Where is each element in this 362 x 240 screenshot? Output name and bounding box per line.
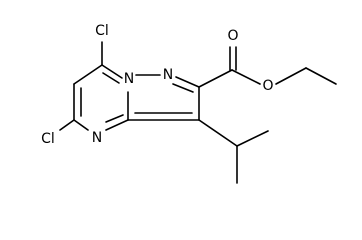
atom-n-pyrazole: N: [163, 67, 173, 83]
bond-n8-c7: [101, 64, 123, 79]
bond-c7-c6: [73, 64, 103, 85]
atom-cl-left: Cl: [41, 131, 55, 147]
bond-c5-n4: [73, 119, 89, 131]
atom-o-ester: O: [262, 78, 273, 94]
atom-cl-top: Cl: [95, 23, 109, 39]
atom-n-pyridine: N: [92, 130, 102, 146]
bond-carbonyl-c-o: [231, 69, 261, 85]
atom-o-carbonyl: O: [227, 28, 238, 44]
chemical-structure-diagram: Cl Cl N N N O O: [41, 23, 337, 184]
bond-c3-ch: [198, 119, 238, 147]
bond-ch2-ch3: [305, 67, 337, 85]
bond-n1-c2-inner: [172, 83, 194, 93]
bond-ch-ch3-right: [236, 130, 269, 147]
bond-n1-c2: [175, 76, 200, 88]
bond-c7-n8-inner: [102, 72, 120, 84]
bond-c2-carbonyl-c: [198, 69, 233, 88]
bond-c5-cl: [59, 119, 75, 131]
bond-n4-c3a: [105, 119, 129, 131]
bond-n4-c3a-inner: [105, 114, 124, 123]
atom-n-bridge: N: [124, 71, 134, 87]
bond-o-ch2: [275, 67, 307, 85]
